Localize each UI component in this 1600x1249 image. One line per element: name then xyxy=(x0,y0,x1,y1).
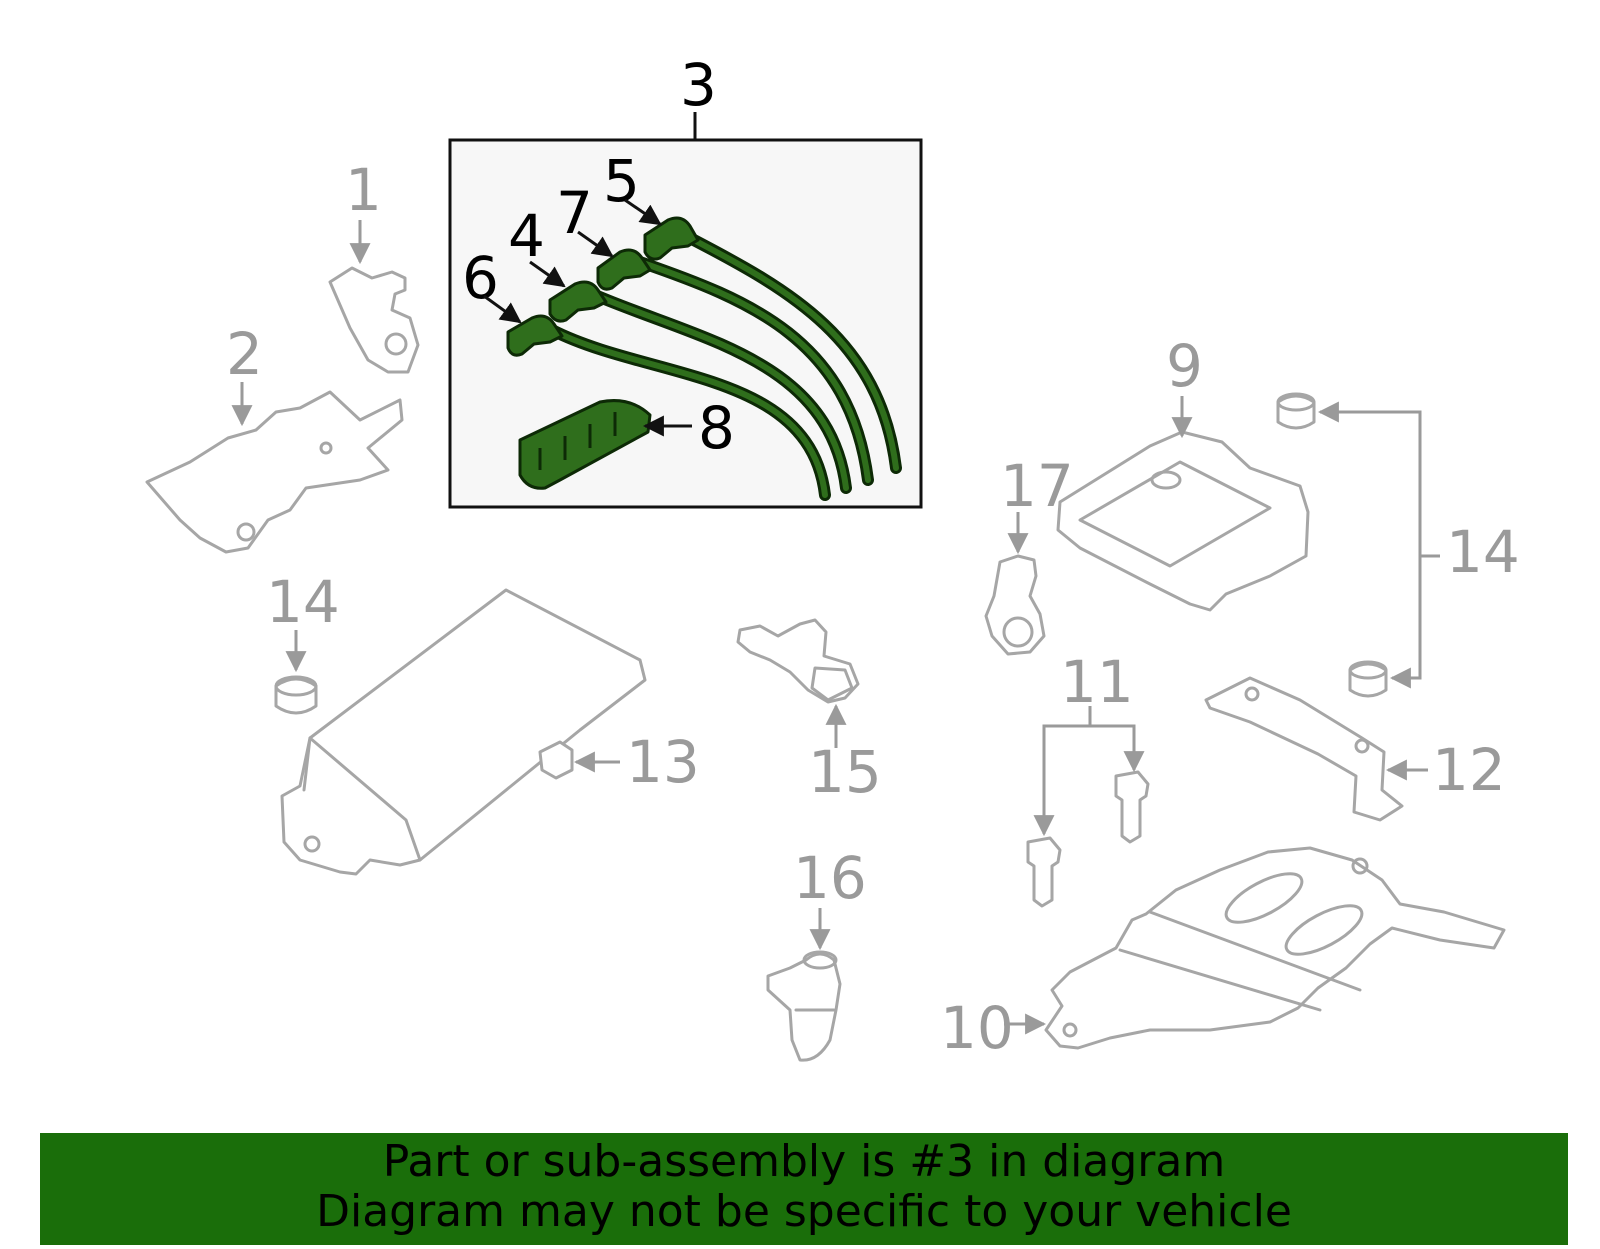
part-9-ecu[interactable] xyxy=(1056,430,1310,612)
wire-boot-7[interactable] xyxy=(596,248,652,291)
part-2-bracket[interactable] xyxy=(145,390,404,554)
part-16-sensor[interactable] xyxy=(766,950,842,1062)
callout-12: 12 xyxy=(1432,736,1506,804)
wire-boot-6[interactable] xyxy=(506,314,564,357)
banner-line-1: Part or sub-assembly is #3 in diagram xyxy=(382,1136,1226,1187)
callout-14-right: 14 xyxy=(1446,518,1520,586)
part-17-sensor[interactable] xyxy=(984,554,1046,656)
spark-plug-wires xyxy=(546,232,902,501)
leader-7 xyxy=(577,230,614,258)
callout-8: 8 xyxy=(698,394,735,462)
part-15-sensor[interactable] xyxy=(736,618,860,704)
leader-5 xyxy=(624,198,662,226)
part-14-grommet-left[interactable] xyxy=(274,675,318,715)
banner-line-2: Diagram may not be specific to your vehi… xyxy=(316,1186,1292,1237)
ignition-wire-set-assembly[interactable]: 5 7 4 6 8 xyxy=(448,112,923,509)
callout-13: 13 xyxy=(626,728,700,796)
callout-3: 3 xyxy=(680,51,717,119)
wire-boot-5[interactable] xyxy=(643,216,700,261)
leader-6 xyxy=(483,294,522,324)
leader-4 xyxy=(529,260,566,288)
part-13-module[interactable] xyxy=(280,588,647,876)
info-banner: Part or sub-assembly is #3 in diagram Di… xyxy=(40,1133,1568,1245)
wire-separator-8[interactable] xyxy=(518,399,652,490)
callout-9: 9 xyxy=(1166,332,1203,400)
wire-boot-4[interactable] xyxy=(548,280,608,323)
callout-2: 2 xyxy=(226,320,263,388)
part-12-bracket[interactable] xyxy=(1204,676,1404,822)
part-14-grommet-upper-right[interactable] xyxy=(1276,392,1316,430)
part-11-bolt-left[interactable] xyxy=(1026,836,1062,908)
callout-15: 15 xyxy=(808,738,882,806)
part-11-bolt-right[interactable] xyxy=(1114,770,1150,844)
part-14-grommet-lower-right[interactable] xyxy=(1348,660,1388,698)
callout-16: 16 xyxy=(793,844,867,912)
callout-7: 7 xyxy=(556,179,593,247)
leader-14-right-bracket xyxy=(1322,410,1422,680)
callout-10: 10 xyxy=(940,994,1014,1062)
callout-5: 5 xyxy=(603,147,640,215)
part-10-tray[interactable] xyxy=(1044,846,1506,1050)
callout-1: 1 xyxy=(345,156,382,224)
callout-11: 11 xyxy=(1060,648,1134,716)
callout-4: 4 xyxy=(508,202,545,270)
part-1-sensor[interactable] xyxy=(328,266,420,374)
callout-14-left: 14 xyxy=(266,568,340,636)
